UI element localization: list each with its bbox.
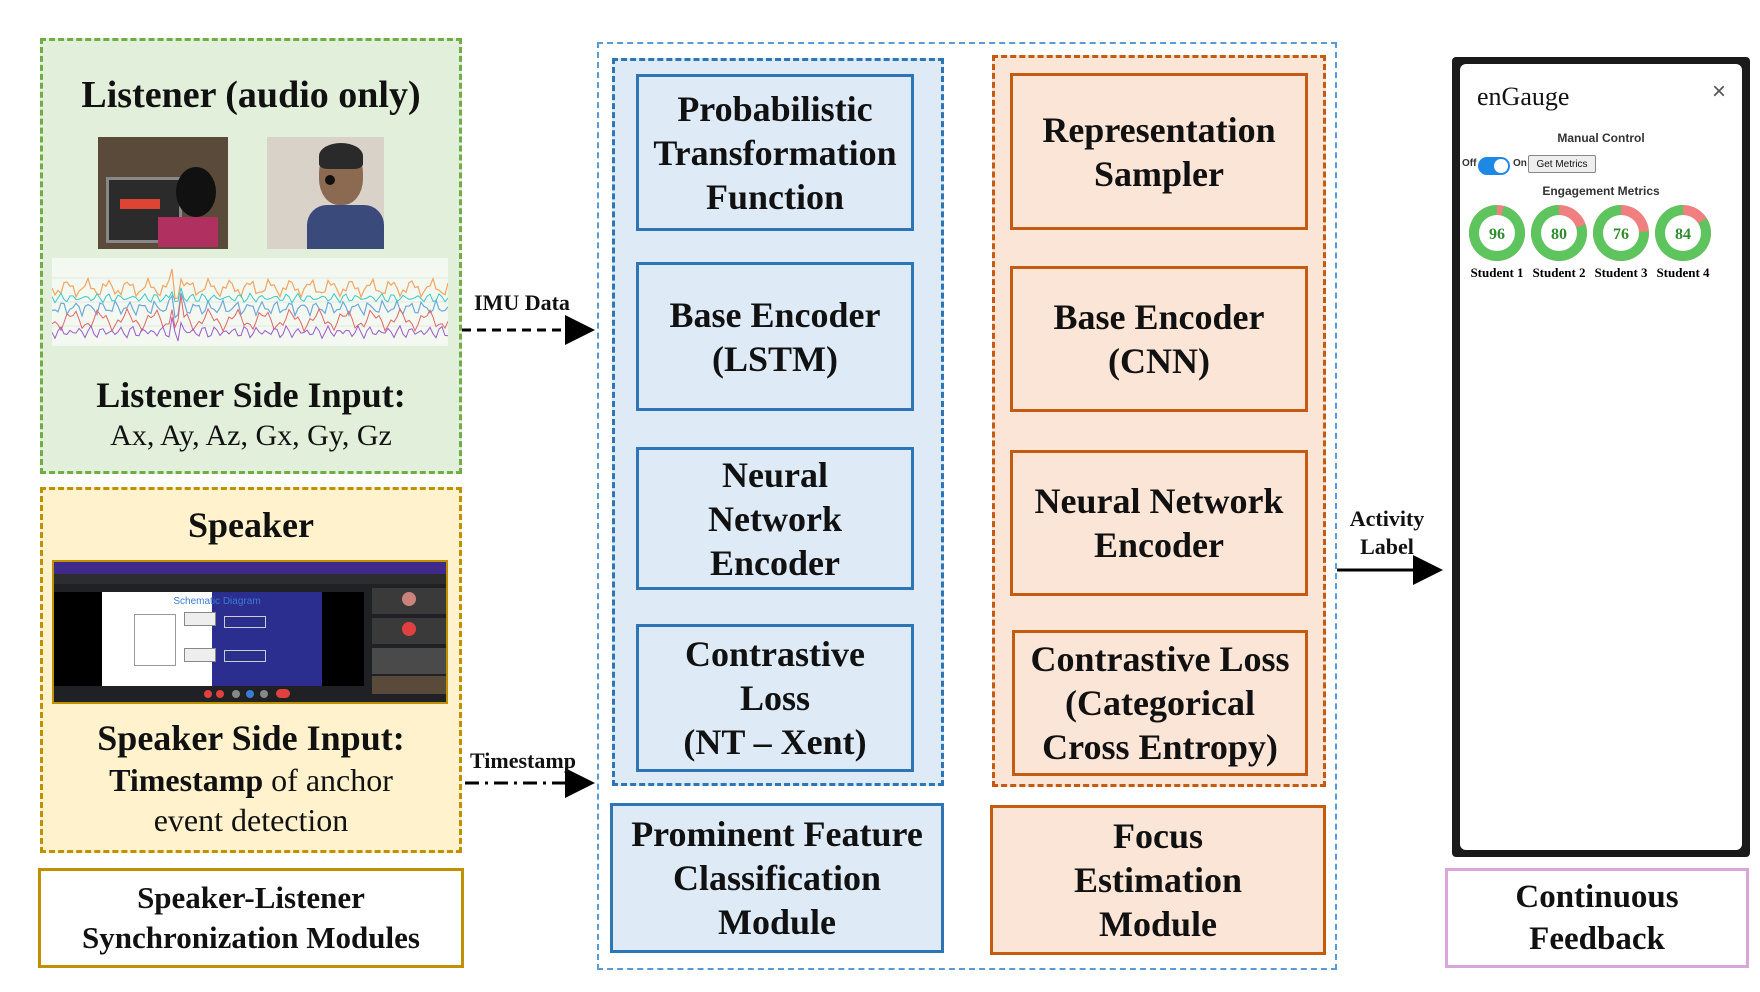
pfc-box4-line2: Loss — [739, 678, 811, 718]
speaker-title: Speaker — [188, 505, 314, 545]
slide-title: Schematic Diagram — [173, 596, 261, 607]
toggle-off-label: Off — [1462, 158, 1477, 169]
fe-module-label-box: Focus Estimation Module — [990, 805, 1326, 955]
app-screen — [1460, 64, 1742, 850]
gauge-score: 96 — [1489, 226, 1505, 243]
feedback-line1: Continuous — [1515, 879, 1679, 915]
activity-line1: Activity — [1349, 506, 1425, 531]
fe-box2-line2: (CNN) — [1108, 341, 1210, 381]
pfc-box3-line2: Network — [708, 498, 842, 539]
fe-base-encoder-box: Base Encoder (CNN) — [1010, 266, 1308, 412]
speaker-input-title: Speaker Side Input: — [97, 718, 405, 758]
listener-title: Listener (audio only) — [81, 74, 421, 116]
feedback-line2: Feedback — [1529, 921, 1665, 957]
pfc-box1-line3: Function — [705, 176, 845, 217]
listener-input-channels: Ax, Ay, Az, Gx, Gy, Gz — [110, 419, 392, 452]
pfc-nn-encoder-box: Neural Network Encoder — [636, 447, 914, 590]
middle-outer-frame — [597, 42, 1337, 970]
gauge-student-label: Student 4 — [1656, 265, 1710, 280]
pfc-box1-line2: Transformation — [653, 132, 897, 173]
activity-arrow-label: Activity Label — [1340, 505, 1434, 561]
fe-box4-line3: Cross Entropy) — [1042, 727, 1278, 767]
gauge-student-label: Student 3 — [1594, 265, 1648, 280]
pfc-contrastive-loss-box: Contrastive Loss (NT – Xent) — [636, 624, 914, 772]
pfc-box2-line2: (LSTM) — [712, 338, 838, 379]
pfc-box3-line1: Neural — [722, 454, 828, 495]
pfc-box1-line1: Probabilistic — [677, 88, 873, 129]
listener-input-title: Listener Side Input: — [96, 375, 406, 415]
pfc-module-line1: Prominent Feature — [631, 814, 923, 854]
gauge-score: 84 — [1675, 226, 1691, 243]
speaker-meeting-screenshot: Schematic Diagram — [52, 560, 448, 704]
gauge-score: 76 — [1613, 226, 1629, 243]
listener-panel — [40, 38, 462, 474]
gauge-score: 80 — [1551, 226, 1567, 243]
timestamp-arrow-label: Timestamp — [470, 748, 576, 773]
imu-arrow-label: IMU Data — [474, 290, 570, 315]
get-metrics-button[interactable]: Get Metrics — [1528, 155, 1596, 173]
app-title: enGauge — [1477, 82, 1570, 111]
gauge-student-label: Student 2 — [1532, 265, 1585, 280]
close-icon[interactable]: × — [1712, 78, 1727, 105]
manual-control-toggle[interactable] — [1478, 157, 1510, 175]
speaker-input-bold: Timestamp — [109, 761, 264, 798]
listener-photo-1 — [98, 137, 228, 249]
imu-signal-plot — [52, 258, 448, 346]
fe-box3-line2: Encoder — [1094, 525, 1224, 565]
fe-module-line1: Focus — [1113, 816, 1203, 856]
pfc-box4-line1: Contrastive — [685, 634, 865, 674]
fe-sampler-box: Representation Sampler — [1010, 73, 1308, 230]
fe-box1-line1: Representation — [1042, 109, 1276, 150]
fe-box1-line2: Sampler — [1094, 153, 1224, 194]
pfc-box4-line3: (NT – Xent) — [683, 722, 867, 762]
engagement-metrics-label: Engagement Metrics — [1542, 184, 1660, 198]
sync-module-line1: Speaker-Listener — [137, 880, 365, 915]
fe-contrastive-loss-box: Contrastive Loss (Categorical Cross Entr… — [1012, 630, 1308, 776]
fe-nn-encoder-box: Neural Network Encoder — [1010, 450, 1308, 596]
pfc-module-label-box: Prominent Feature Classification Module — [610, 803, 944, 953]
fe-module-line2: Estimation — [1073, 860, 1242, 900]
continuous-feedback-box: Continuous Feedback — [1445, 868, 1749, 968]
pfc-box3-line3: Encoder — [710, 542, 840, 583]
pfc-base-encoder-box: Base Encoder (LSTM) — [636, 262, 914, 411]
sync-module-box: Speaker-Listener Synchronization Modules — [38, 868, 464, 968]
fe-box2-line1: Base Encoder — [1053, 297, 1265, 337]
speaker-input-line2: event detection — [153, 801, 349, 838]
fe-box3-line1: Neural Network — [1034, 481, 1284, 521]
fe-box4-line1: Contrastive Loss — [1030, 639, 1290, 679]
speaker-input-line1: Timestamp of anchor — [40, 760, 462, 800]
pfc-transformation-box: Probabilistic Transformation Function — [636, 74, 914, 231]
pfc-module-line3: Module — [717, 902, 836, 942]
gauge-student-label: Student 1 — [1470, 265, 1523, 280]
activity-line2: Label — [1360, 534, 1414, 559]
speaker-input-rest: of anchor — [271, 761, 393, 798]
fe-box4-line2: (Categorical — [1065, 683, 1255, 723]
fe-module-line3: Module — [1098, 904, 1217, 944]
pfc-module-line2: Classification — [672, 858, 881, 898]
sync-module-line2: Synchronization Modules — [82, 920, 420, 955]
toggle-on-label: On — [1513, 158, 1527, 169]
toggle-knob — [1494, 159, 1508, 173]
listener-photo-2 — [267, 137, 384, 249]
manual-control-label: Manual Control — [1557, 131, 1645, 145]
pfc-box2-line1: Base Encoder — [669, 294, 881, 335]
